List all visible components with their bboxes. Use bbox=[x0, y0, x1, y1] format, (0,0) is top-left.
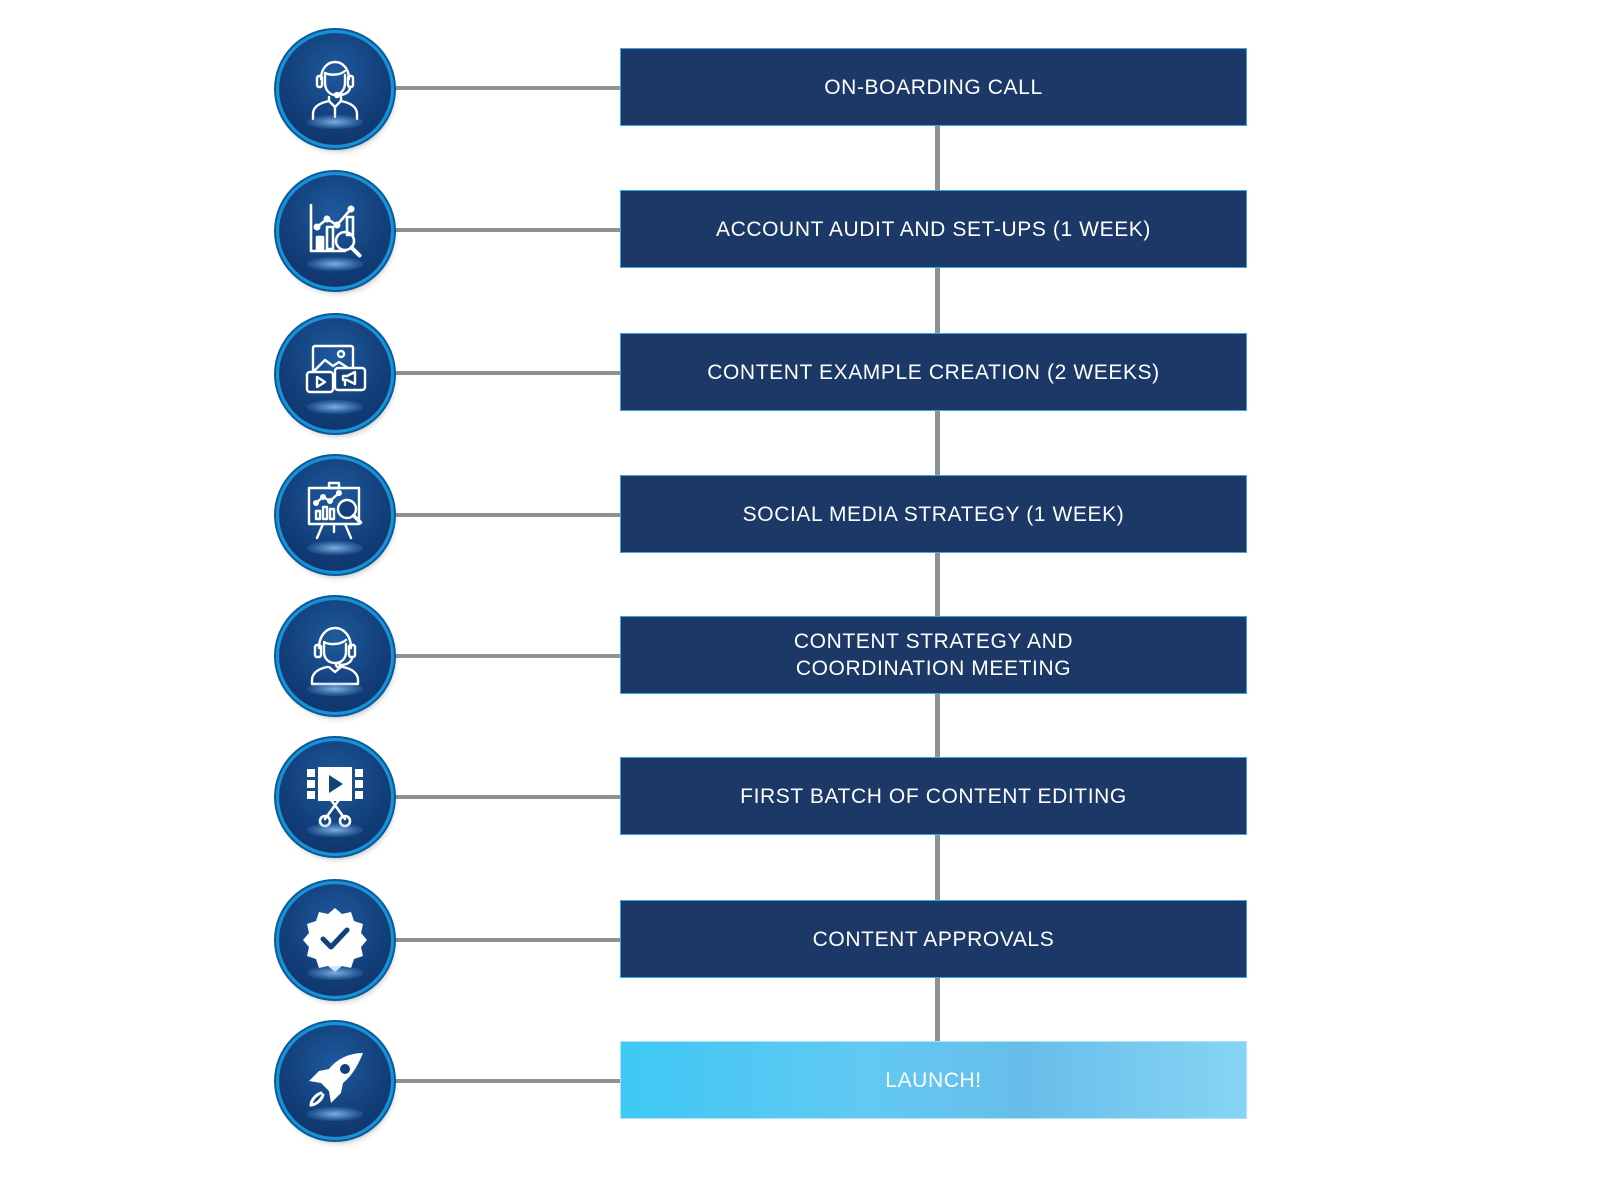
presentation-analysis-icon bbox=[307, 481, 363, 540]
connector-vertical bbox=[935, 126, 940, 192]
connector-horizontal bbox=[385, 654, 622, 658]
step-label: ON-BOARDING CALL bbox=[824, 75, 1043, 99]
connector-horizontal bbox=[385, 938, 622, 942]
step-box: ACCOUNT AUDIT AND SET-UPS (1 WEEK) bbox=[620, 190, 1247, 268]
step-2-icon-badge bbox=[279, 175, 391, 287]
video-edit-scissors-icon bbox=[307, 767, 363, 828]
step-box: CONTENT EXAMPLE CREATION (2 WEEKS) bbox=[620, 333, 1247, 411]
step-box: ON-BOARDING CALL bbox=[620, 48, 1247, 126]
step-4-icon-badge bbox=[279, 459, 391, 571]
step-3-icon-badge bbox=[279, 318, 391, 430]
step-5-icon-badge bbox=[279, 600, 391, 712]
media-content-icon bbox=[305, 344, 367, 394]
chart-magnifier-icon bbox=[309, 203, 362, 258]
connector-vertical bbox=[935, 835, 940, 902]
step-label: SOCIAL MEDIA STRATEGY (1 WEEK) bbox=[742, 502, 1125, 526]
step-label: CONTENT APPROVALS bbox=[812, 927, 1055, 951]
step-box: CONTENT STRATEGY AND COORDINATION MEETIN… bbox=[620, 616, 1247, 694]
launch-box: LAUNCH! bbox=[620, 1041, 1247, 1119]
step-label: CONTENT EXAMPLE CREATION (2 WEEKS) bbox=[707, 360, 1160, 384]
step-label: CONTENT STRATEGY AND COORDINATION MEETIN… bbox=[793, 630, 1074, 680]
headset-agent-icon bbox=[311, 60, 359, 121]
headset-agent-icon bbox=[310, 626, 360, 686]
step-box: CONTENT APPROVALS bbox=[620, 900, 1247, 978]
connector-horizontal bbox=[385, 1079, 622, 1083]
connector-vertical bbox=[935, 978, 940, 1043]
step-box: SOCIAL MEDIA STRATEGY (1 WEEK) bbox=[620, 475, 1247, 553]
step-box: FIRST BATCH OF CONTENT EDITING bbox=[620, 757, 1247, 835]
step-label: FIRST BATCH OF CONTENT EDITING bbox=[740, 784, 1127, 808]
connector-horizontal bbox=[385, 795, 622, 799]
connector-vertical bbox=[935, 694, 940, 759]
connector-horizontal bbox=[385, 86, 622, 90]
step-6-icon-badge bbox=[279, 741, 391, 853]
step-1-icon-badge bbox=[279, 33, 391, 145]
step-8-icon-badge bbox=[279, 1025, 391, 1137]
connector-horizontal bbox=[385, 513, 622, 517]
rocket-icon bbox=[309, 1053, 363, 1107]
connector-vertical bbox=[935, 553, 940, 618]
step-label: ACCOUNT AUDIT AND SET-UPS (1 WEEK) bbox=[715, 217, 1152, 241]
step-label: LAUNCH! bbox=[885, 1068, 982, 1092]
connector-vertical bbox=[935, 411, 940, 477]
approval-badge-icon bbox=[303, 908, 367, 972]
connector-vertical bbox=[935, 268, 940, 335]
connector-horizontal bbox=[385, 228, 622, 232]
step-7-icon-badge bbox=[279, 884, 391, 996]
connector-horizontal bbox=[385, 371, 622, 375]
